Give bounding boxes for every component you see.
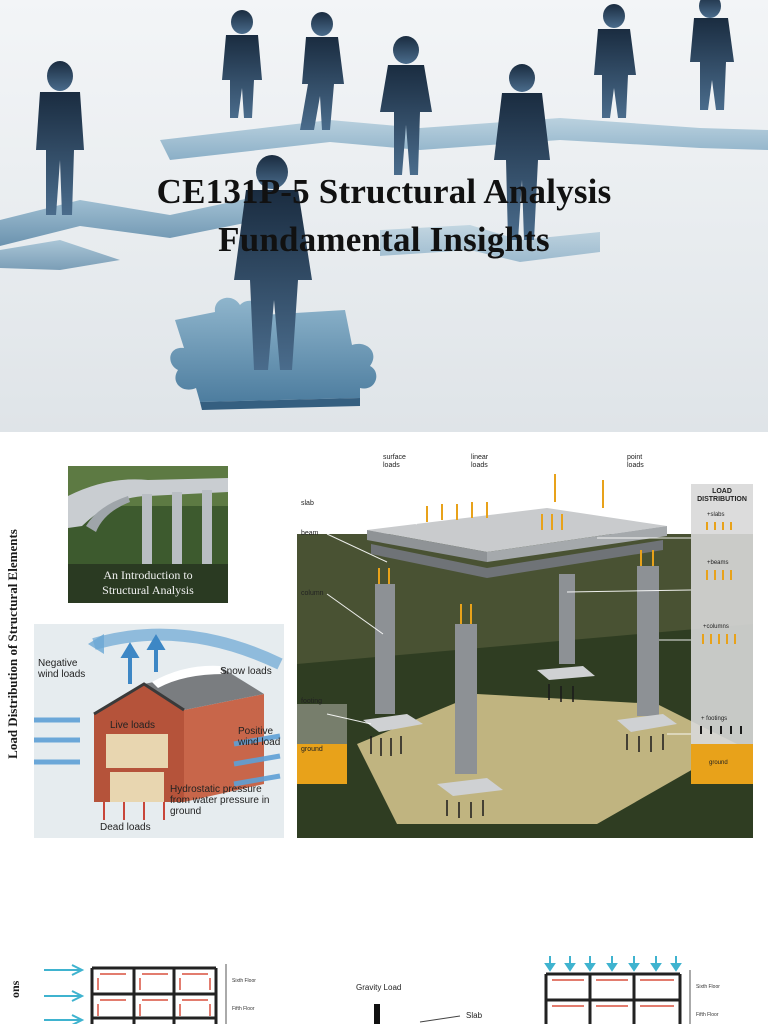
load-distribution-panel-title: LOAD DISTRIBUTION	[697, 488, 747, 503]
left-fifth-floor-label: Fifth Floor	[232, 1006, 255, 1012]
panel-footings-label: + footings	[701, 716, 728, 722]
title-slide: CE131P-5 Structural Analysis Fundamental…	[0, 0, 768, 432]
live-loads-label: Live loads	[110, 720, 156, 731]
presentation-title-line1: CE131P-5 Structural Analysis	[156, 172, 612, 211]
dead-loads-label: Dead loads	[100, 822, 151, 833]
slab-label: slab	[301, 500, 314, 507]
point-loads-label: point loads	[627, 454, 644, 469]
hydrostatic-label: Hydrostatic pressure from water pressure…	[170, 784, 270, 817]
negative-wind-label: Negative wind loads	[38, 658, 86, 680]
right-sixth-floor-label: Sixth Floor	[696, 984, 720, 990]
slide3-side-title: ons	[8, 980, 22, 998]
footing-label: footing	[301, 698, 323, 705]
snow-loads-label: Snow loads	[220, 666, 272, 677]
book-title-line2: Structural Analysis	[102, 583, 194, 597]
panel-slabs-label: +slabs	[707, 512, 725, 518]
lateral-load-frame-diagram	[44, 964, 227, 1024]
column-label: column	[301, 590, 324, 597]
left-sixth-floor-label: Sixth Floor	[232, 978, 256, 984]
linear-loads-label: linear loads	[471, 454, 489, 469]
business-people-puzzle-image	[0, 0, 768, 410]
gravity-frame-diagram	[544, 956, 691, 1024]
slide-side-title: Load Distribution of Structural Elements	[5, 529, 20, 759]
right-fifth-floor-label: Fifth Floor	[696, 1012, 719, 1018]
presentation-title-line2: Fundamental Insights	[218, 220, 550, 259]
house-loads-image: Negative wind loads Snow loads Live load…	[34, 624, 284, 838]
load-distribution-slide: Load Distribution of Structural Elements…	[0, 432, 768, 864]
surface-loads-label: surface loads	[383, 454, 406, 469]
positive-wind-label: Positive wind load	[238, 726, 281, 748]
structural-frame-image: surface loads linear loads point loads s…	[297, 444, 753, 838]
panel-columns-label: +columns	[703, 624, 729, 630]
panel-beams-label: +beams	[707, 560, 729, 566]
gravity-load-diagram	[374, 1004, 461, 1024]
gravity-load-label: Gravity Load	[356, 983, 402, 992]
book-title-line1: An Introduction to	[103, 568, 193, 582]
panel-ground-label: ground	[709, 760, 728, 766]
slab-callout-label: Slab	[466, 1011, 483, 1020]
frame-loads-slide: ons Sixth Floor Fifth Floor Gravity Load	[0, 864, 768, 1024]
ground-label: ground	[301, 746, 323, 753]
book-cover-image: An Introduction to Structural Analysis	[68, 466, 228, 603]
beam-label: beam	[301, 530, 319, 537]
